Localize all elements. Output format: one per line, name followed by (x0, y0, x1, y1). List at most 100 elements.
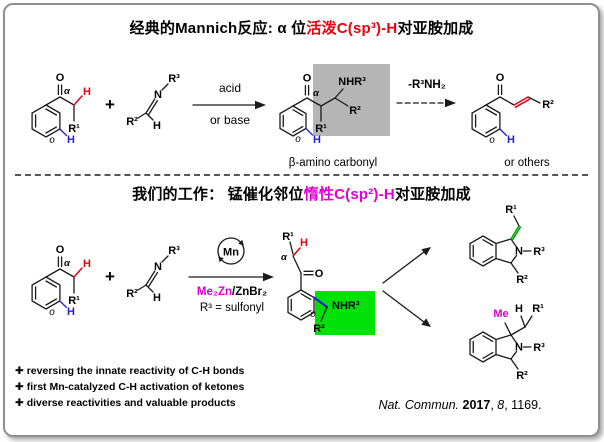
chain-bonds (289, 241, 314, 291)
section2-title: 我们的工作： 锰催化邻位惰性C(sp²)-H对亚胺加成 (5, 183, 598, 204)
alkylidene-isoindoline-structure: R¹ N R³ R² (469, 204, 545, 286)
cycle-circle (217, 237, 245, 265)
ortho-functionalized-ketone-structure: R¹ α H O NHR³ o R² (281, 231, 375, 335)
r1-label: R¹ (315, 123, 327, 135)
nitrogen-label: N (154, 261, 162, 273)
oxygen-label: O (496, 72, 505, 84)
highlights-list: ✚ reversing the innate reactivity of C-H… (15, 363, 315, 411)
section1-title-pre: 经典的Mannich反应: α 位 (129, 20, 307, 37)
alpha-label: α (64, 86, 71, 97)
diverging-arrows (382, 247, 431, 327)
r2-label: R² (126, 116, 138, 128)
r2-label: R² (516, 274, 528, 286)
ortho-ch-bond (499, 128, 508, 137)
ortho-label: o (310, 309, 316, 320)
r2-label: R² (349, 105, 361, 117)
oxygen-label: O (56, 72, 65, 84)
r2-label: R² (542, 99, 554, 111)
pyrrolidine-ring (495, 238, 532, 274)
r3-label: R³ (533, 246, 545, 258)
ortho-ch-bond (59, 300, 68, 309)
citation-pages: , 1169. (504, 398, 542, 412)
reaction-arrow-2 (188, 272, 274, 282)
h-label: H (515, 303, 523, 315)
plus-sign-1: + (105, 95, 115, 114)
ortho-label: o (49, 307, 55, 318)
alkene-double-bond (513, 96, 531, 109)
plus-sign-2: + (105, 267, 115, 286)
alpha-ch-bond (73, 267, 83, 278)
exocyclic-double-bond (510, 225, 522, 241)
ketone-bonds (485, 84, 541, 106)
r3-label: R³ (168, 73, 180, 85)
r1-label: R¹ (532, 303, 544, 315)
cycle-arrowhead-top (238, 239, 244, 246)
reaction-arrow-1 (192, 100, 266, 110)
benzene-ring (469, 235, 497, 267)
alpha-h-label: H (300, 237, 308, 249)
imine-h-label: H (153, 292, 161, 304)
benzene-ring (471, 104, 501, 138)
alpha-label: α (313, 88, 320, 99)
section-divider (15, 174, 588, 176)
new-cc-bond (312, 296, 329, 309)
me-label: Me (493, 308, 508, 320)
nitrogen-label: N (515, 342, 523, 354)
aryl-ketone-structure-1: O α H R¹ o H (31, 72, 91, 146)
chain-bonds (292, 84, 349, 122)
oxygen-label: O (303, 73, 312, 85)
ortho-h-label: H (67, 306, 75, 318)
imine-structure-2: N R³ R² H (126, 245, 180, 304)
n-r3-bond (161, 83, 169, 91)
methyl-isoindoline-structure: Me H R¹ N R³ R² (469, 303, 545, 382)
imine-h-label: H (153, 120, 161, 132)
ketone-bonds (45, 84, 75, 122)
ketone-bonds (45, 256, 75, 294)
mn-catalyst-cycle: Mn (217, 237, 245, 265)
nitrogen-label: N (154, 89, 162, 101)
alpha-label: α (64, 258, 71, 269)
ortho-ch-bond (59, 128, 68, 137)
others-caption: or others (504, 157, 550, 169)
citation-separator: , (490, 398, 498, 412)
r1-label: R¹ (282, 231, 294, 243)
pyrrolidine-ring (495, 334, 532, 370)
alpha-ch-bond (73, 95, 83, 106)
alpha-label: α (281, 252, 288, 263)
r1-label: R¹ (68, 123, 80, 135)
ortho-h-label: H (507, 134, 515, 146)
imine-structure-1: N R³ R² H (126, 73, 180, 132)
highlight-item-2: ✚ first Mn-catalyzed C-H activation of k… (15, 381, 245, 393)
imine-double-bond (145, 98, 159, 116)
alpha-ch-bond (292, 247, 301, 257)
dashed-arrow (396, 98, 456, 108)
r1-label: R¹ (505, 204, 517, 216)
arrow1-bottom-label: or base (209, 113, 251, 127)
imine-c-bonds (137, 112, 154, 121)
ortho-h-label: H (313, 134, 321, 146)
citation-year: 2017 (459, 398, 491, 412)
benzene-ring (31, 104, 61, 138)
citation: Nat. Commun. 2017, 8, 1169. (325, 398, 595, 412)
arrow1-top-label: acid (218, 81, 241, 95)
section1-title-post: 对亚胺加成 (397, 20, 474, 37)
ortho-label: o (49, 135, 55, 146)
condition-label: R³ = sulfonyl (199, 302, 265, 314)
r3-label: R³ (533, 342, 545, 354)
beta-amino-carbonyl-structure: O α NHR³ R² R¹ o H (279, 64, 390, 146)
ortho-label: o (489, 135, 495, 146)
nhr3-label: NHR³ (338, 76, 366, 88)
section2-title-highlight: 惰性C(sp²)-H (303, 186, 395, 203)
alpha-h-label: H (83, 258, 91, 270)
imine-c-bonds (137, 284, 154, 293)
n-r3-bond (161, 255, 169, 263)
r1-label: R¹ (68, 295, 80, 307)
alpha-h-label: H (83, 86, 91, 98)
nhr3-label: NHR³ (332, 300, 360, 312)
aryl-ketone-structure-2: O α H R¹ o H (31, 244, 91, 318)
reagent-magenta: Me₂Zn (196, 286, 232, 298)
gray-highlight-box (313, 64, 390, 136)
product-caption: β-amino carbonyl (288, 157, 378, 169)
cycle-arrowhead-bottom (218, 256, 224, 263)
oxygen-label: O (56, 244, 65, 256)
